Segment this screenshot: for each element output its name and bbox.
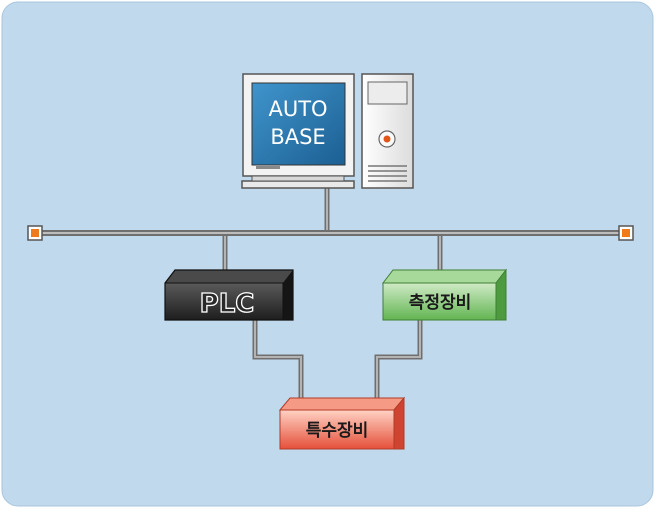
- pc-tower-icon: [361, 73, 414, 189]
- monitor-text-line1: AUTO: [268, 97, 327, 121]
- measure-box: [381, 268, 508, 321]
- bus-terminator-icon: [27, 225, 43, 241]
- measure-label: 측정장비: [409, 293, 472, 313]
- plc-label: PLC: [200, 289, 255, 319]
- monitor-icon: [241, 73, 355, 189]
- background-panel: [1, 1, 654, 507]
- plc-box: [164, 269, 294, 321]
- connection-lines: [222, 188, 443, 398]
- bus-terminator-icon: [618, 225, 634, 241]
- monitor-text-line2: BASE: [270, 125, 325, 149]
- special-label: 특수장비: [306, 421, 369, 441]
- special-box: [278, 396, 406, 450]
